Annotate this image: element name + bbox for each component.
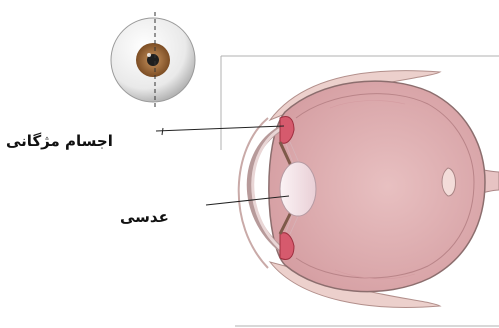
eyeball-icon — [111, 12, 195, 108]
leader-line-ciliary — [156, 126, 284, 131]
optic-disc — [442, 168, 456, 196]
label-ciliary-body: اجسام مژگانی — [6, 132, 113, 150]
label-lens: عدسی — [120, 208, 169, 226]
lens — [280, 162, 316, 216]
tick-mark — [162, 128, 163, 135]
